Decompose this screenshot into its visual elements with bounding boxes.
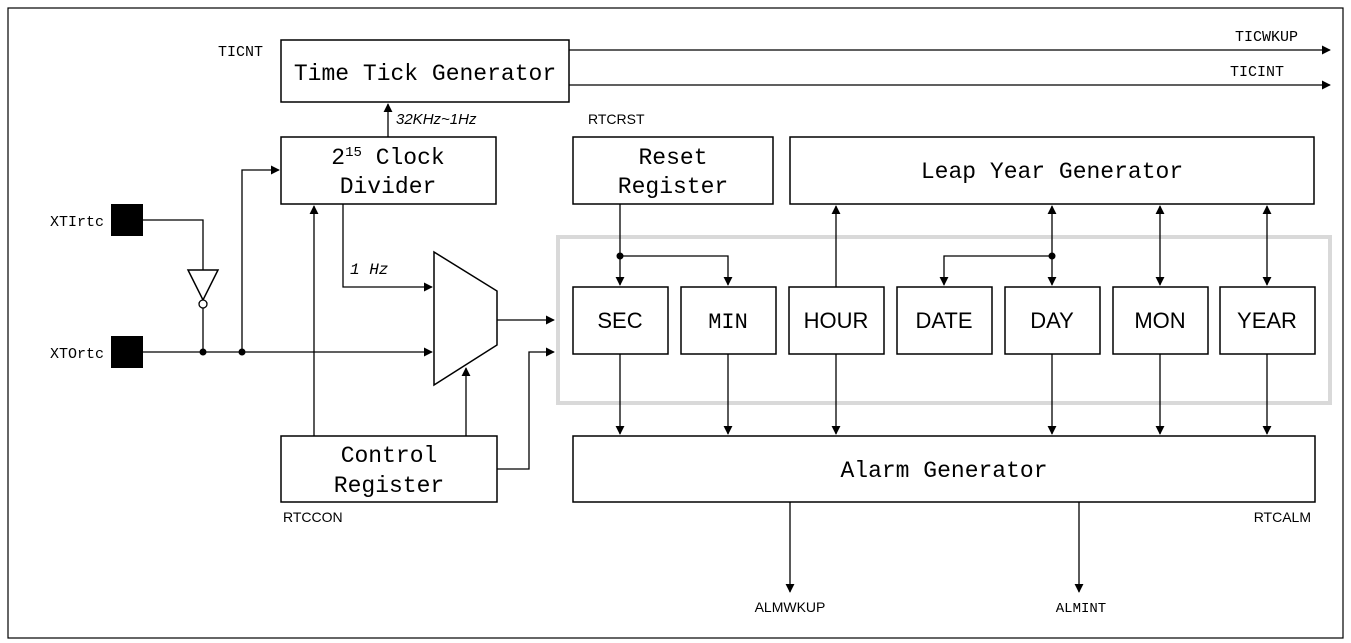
register-mon (1112, 286, 1209, 355)
register-hour-label: HOUR (804, 308, 869, 333)
rtcalm-label: RTCALM (1254, 509, 1311, 525)
clock-divider-base: 2 (331, 145, 345, 171)
clock-mux (433, 250, 498, 387)
leap-year-generator-block (789, 136, 1315, 205)
register-date-label: DATE (915, 308, 972, 333)
xti-pin (111, 204, 143, 236)
rtccon-label: RTCCON (283, 509, 343, 525)
junction-dots (199, 252, 1056, 356)
register-sec (572, 286, 669, 355)
clock-divider-exponent: 15 (345, 145, 362, 161)
reset-register-label-line1: Reset (638, 145, 707, 171)
time-tick-generator-label: Time Tick Generator (294, 61, 556, 87)
clock-divider-block (280, 136, 497, 205)
control-register-block (280, 435, 498, 503)
xti-label: XTIrtc (50, 214, 104, 231)
time-tick-generator-block (280, 39, 570, 103)
one-hz-label: 1 Hz (350, 261, 388, 279)
almint-label: ALMINT (1056, 601, 1106, 617)
ticnt-label: TICNT (218, 44, 263, 61)
inverter (186, 269, 220, 302)
register-year-label: YEAR (1237, 308, 1297, 333)
reset-register-block (572, 136, 774, 205)
ticwkup-label: TICWKUP (1235, 29, 1298, 46)
diagram-frame (7, 7, 1344, 639)
almwkup-label: ALMWKUP (755, 599, 826, 615)
counter-group-frame (556, 235, 1332, 405)
alarm-generator-block (572, 435, 1316, 503)
clock-divider-word-clock: Clock (376, 145, 445, 171)
register-hour (788, 286, 885, 355)
clock-divider-label-line2: Divider (340, 174, 437, 200)
xto-label: XTOrtc (50, 346, 104, 363)
xto-pin (111, 336, 143, 368)
wires (143, 45, 1331, 593)
rtcrst-label: RTCRST (588, 111, 645, 127)
control-register-label-line1: Control (341, 443, 438, 469)
reset-register-label-line2: Register (618, 174, 728, 200)
leap-year-generator-label: Leap Year Generator (921, 159, 1183, 185)
control-register-label-line2: Register (334, 473, 444, 499)
clock-divider-label-line1: 215 Clock (331, 145, 444, 171)
register-min (680, 286, 777, 355)
register-day-label: DAY (1030, 308, 1074, 333)
alarm-generator-label: Alarm Generator (840, 458, 1047, 484)
register-sec-label: SEC (597, 308, 642, 333)
register-year (1219, 286, 1316, 355)
frequency-range-label: 32KHz~1Hz (396, 111, 477, 128)
register-date (896, 286, 993, 355)
register-day (1004, 286, 1101, 355)
register-mon-label: MON (1134, 308, 1185, 333)
inverter-bubble (198, 299, 208, 309)
ticint-label: TICINT (1230, 64, 1284, 81)
register-min-label: MIN (708, 310, 748, 335)
